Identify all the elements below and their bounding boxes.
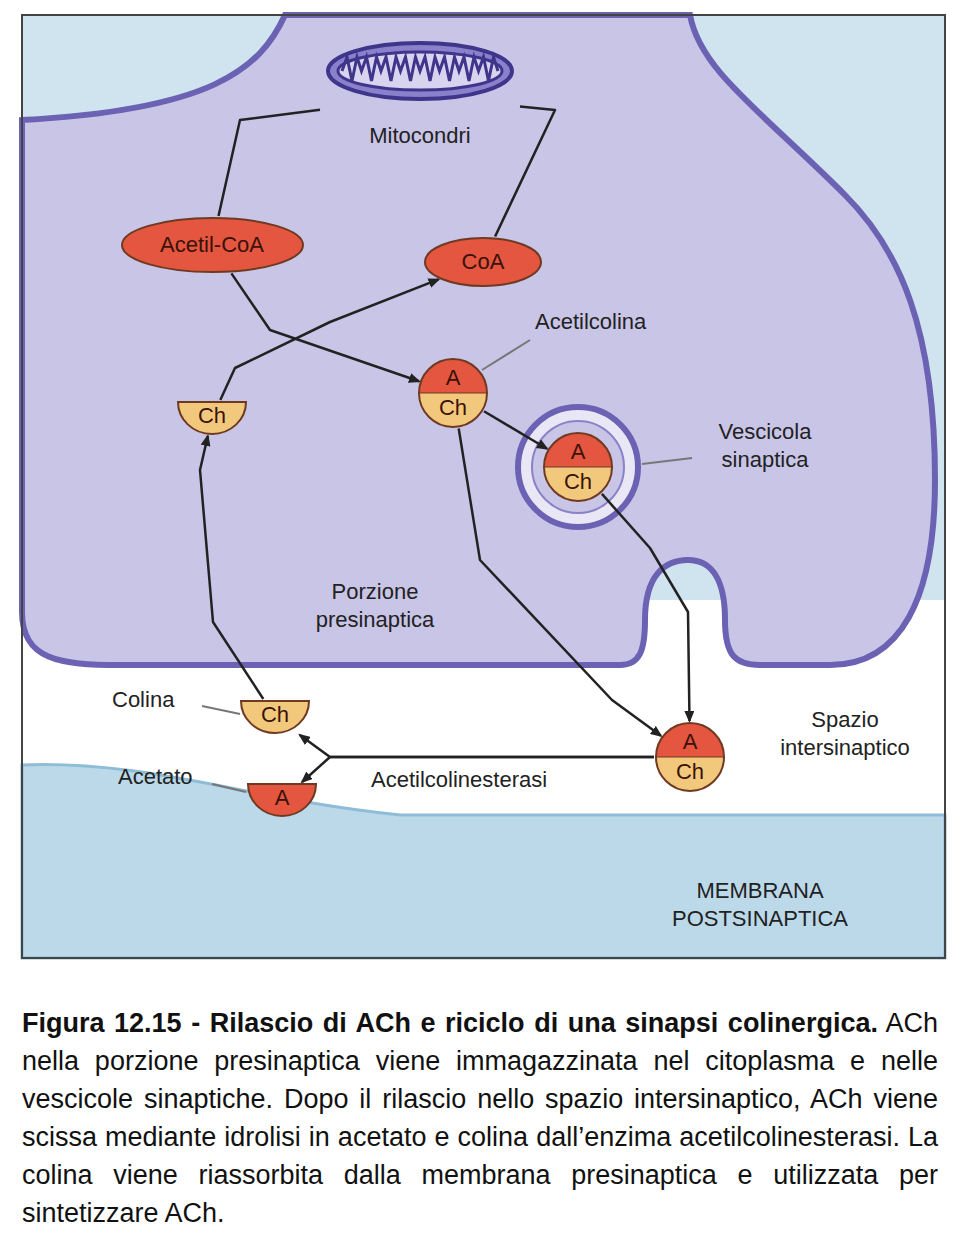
- choline-half: [419, 393, 487, 427]
- mitochondrion: Mitocondri: [320, 41, 520, 153]
- connector-layer: [0, 0, 960, 960]
- label-layer: AcetilcolinaVescicola sinapticaPorzione …: [0, 0, 960, 960]
- node-text: A: [683, 731, 698, 753]
- half-molecule-shape: [178, 402, 246, 434]
- connector-arrow: [484, 411, 547, 448]
- leader-line: [212, 784, 246, 792]
- node-text: Ch: [564, 471, 592, 493]
- presynaptic-terminal: [22, 15, 935, 665]
- acetyl-half: [419, 359, 487, 393]
- node-text: A: [446, 367, 461, 389]
- connector-arrow: [300, 735, 654, 757]
- text-label: MEMBRANA POSTSINAPTICA: [655, 877, 865, 933]
- node-text: CoA: [462, 251, 505, 273]
- half-molecule-shape: [241, 701, 309, 733]
- choline-half: [544, 467, 612, 501]
- mitochondrion-cristae: [342, 57, 498, 81]
- mitochondrion-inner: [338, 52, 502, 90]
- leader-line: [202, 706, 240, 714]
- molecule-divider: [544, 467, 612, 468]
- molecule-outline: [656, 723, 724, 791]
- background: [22, 15, 945, 958]
- text-label: Acetilcolinesterasi: [368, 766, 550, 794]
- mitochondrion-outer: [328, 43, 512, 99]
- node-text: A: [571, 441, 586, 463]
- acetyl-half: [656, 723, 724, 757]
- half-molecule: Ch: [176, 400, 248, 436]
- text-label: Acetilcolina: [535, 308, 646, 336]
- figure-caption: Figura 12.15 - Rilascio di ACh e riciclo…: [22, 1004, 938, 1232]
- molecule-oval: Acetil-CoA: [120, 216, 305, 274]
- half-molecule-shape: [248, 784, 316, 816]
- node-text: A: [275, 787, 290, 809]
- acetylcholine-molecule: A Ch: [542, 431, 614, 503]
- molecule-outline: [419, 359, 487, 427]
- caption-text: ACh nella porzione presinaptica viene im…: [22, 1008, 938, 1228]
- connector-arrow: [219, 110, 321, 216]
- molecule-divider: [656, 757, 724, 758]
- acetyl-half: [544, 433, 612, 467]
- node-text: Ch: [439, 397, 467, 419]
- vesicle-lumen: [532, 421, 624, 513]
- node-text: Acetil-CoA: [160, 234, 264, 256]
- connector-arrow: [459, 429, 661, 736]
- leader-line: [642, 458, 692, 464]
- figure-title: Figura 12.15 - Rilascio di ACh e riciclo…: [22, 1008, 878, 1038]
- text-label: Spazio intersinaptico: [760, 706, 930, 762]
- molecule-outline: [544, 433, 612, 501]
- oval-shape: [425, 238, 541, 286]
- connector-arrow: [231, 273, 419, 381]
- acetylcholine-molecule: A Ch: [417, 357, 489, 429]
- synapse-illustration: [0, 0, 960, 960]
- connector-arrow: [602, 494, 690, 721]
- node-text: Ch: [261, 704, 289, 726]
- molecule-divider: [419, 393, 487, 394]
- postsynaptic-membrane: [22, 765, 945, 958]
- node-text: Ch: [676, 761, 704, 783]
- connector-arrow: [200, 436, 263, 699]
- molecule-oval: CoA: [423, 236, 543, 288]
- text-label: Porzione presinaptica: [300, 578, 450, 634]
- frame: [22, 15, 945, 958]
- node-layer: MitocondriAcetil-CoACoAAChChAChChAACh: [0, 0, 960, 960]
- connector-arrow: [495, 107, 555, 237]
- half-molecule: A: [246, 782, 318, 818]
- leader-line: [482, 340, 530, 370]
- acetylcholine-molecule: A Ch: [654, 721, 726, 793]
- text-label: Acetato: [118, 763, 193, 791]
- node-text: Mitocondri: [369, 125, 470, 147]
- text-label: Colina: [112, 686, 174, 714]
- choline-half: [656, 757, 724, 791]
- connector-arrow: [220, 279, 438, 400]
- oval-shape: [122, 218, 303, 272]
- half-molecule: Ch: [239, 699, 311, 735]
- node-text: Ch: [198, 405, 226, 427]
- synaptic-vesicle: [518, 407, 638, 527]
- text-label: Vescicola sinaptica: [695, 418, 835, 474]
